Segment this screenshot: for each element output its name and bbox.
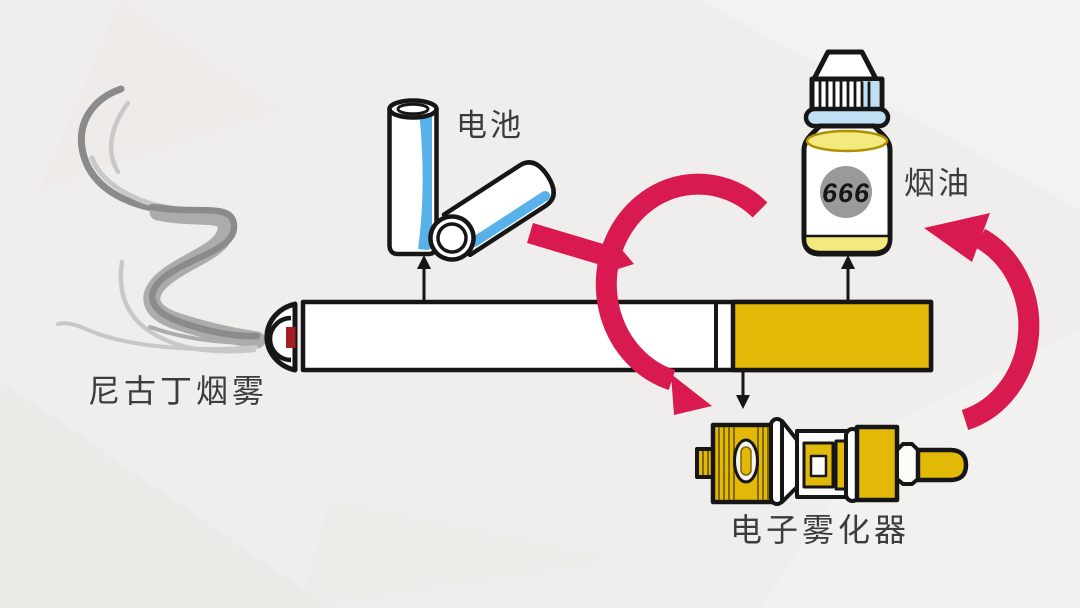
battery-diagonal [428, 160, 556, 262]
smoke-tail-stroke [56, 321, 258, 351]
bottle-cap-blue-shade [862, 81, 879, 109]
nicotine-smoke-illustration [56, 85, 274, 354]
smoke-tail-mid-stroke [148, 325, 274, 345]
arrow-cartridge-to-bottle [841, 255, 855, 301]
ecig-device-illustration [264, 299, 934, 373]
arrow-cartridge-to-atomizer [736, 370, 750, 409]
bottle-badge-text: 666 [822, 178, 870, 208]
battery-diagonal-blue-stripe [469, 190, 551, 247]
smoke-label: 尼古丁烟雾 [88, 373, 268, 409]
atomizer-hex-nut [895, 442, 920, 486]
battery-label: 电池 [456, 108, 524, 143]
battery-illustration [387, 98, 556, 262]
bottle-cap-collar [803, 106, 891, 129]
atomizer-coil-notch [809, 454, 828, 478]
bottle-liquid-bottom-band [803, 234, 891, 254]
bottle-cap-top [811, 49, 879, 82]
battery-vertical [387, 98, 439, 257]
eliquid-bottle-illustration: 666 [801, 49, 893, 257]
battery-vertical-blue-stripe [418, 111, 432, 250]
arrow-device-to-battery [417, 255, 431, 301]
red-arc-right [924, 213, 1040, 431]
atomizer-cone [780, 419, 799, 504]
eliquid-label: 烟油 [904, 166, 972, 201]
bottle-badge-circle [820, 166, 872, 218]
battery-vertical-top-inner-rim [396, 102, 430, 116]
atomizer-stem [915, 447, 969, 483]
atomizer-illustration [695, 417, 969, 506]
device-led-indicator [286, 327, 296, 348]
atomizer-window-pill [740, 446, 752, 476]
red-arc-left-head [671, 374, 712, 415]
connector-arrows [417, 255, 855, 409]
device-tip-inner-ring [267, 315, 292, 363]
cycle-arrows [527, 173, 1040, 431]
red-arc-left [595, 173, 768, 415]
atomizer-label: 电子雾化器 [730, 512, 910, 548]
smoke-light-s-stroke [118, 259, 257, 354]
smoke-hook-stroke [77, 85, 156, 212]
smoke-light-top-stroke [109, 100, 131, 175]
atomizer-gold-cylinder [854, 424, 900, 503]
red-arc-right-head [924, 213, 990, 262]
bottle-cap-ribs [818, 81, 871, 110]
smoke-dark-s-stroke [148, 203, 261, 340]
battery-diagonal-end-inner-ring [436, 222, 468, 254]
device-cartridge-gold [730, 299, 934, 373]
bottle-liquid-shoulder [805, 129, 889, 153]
